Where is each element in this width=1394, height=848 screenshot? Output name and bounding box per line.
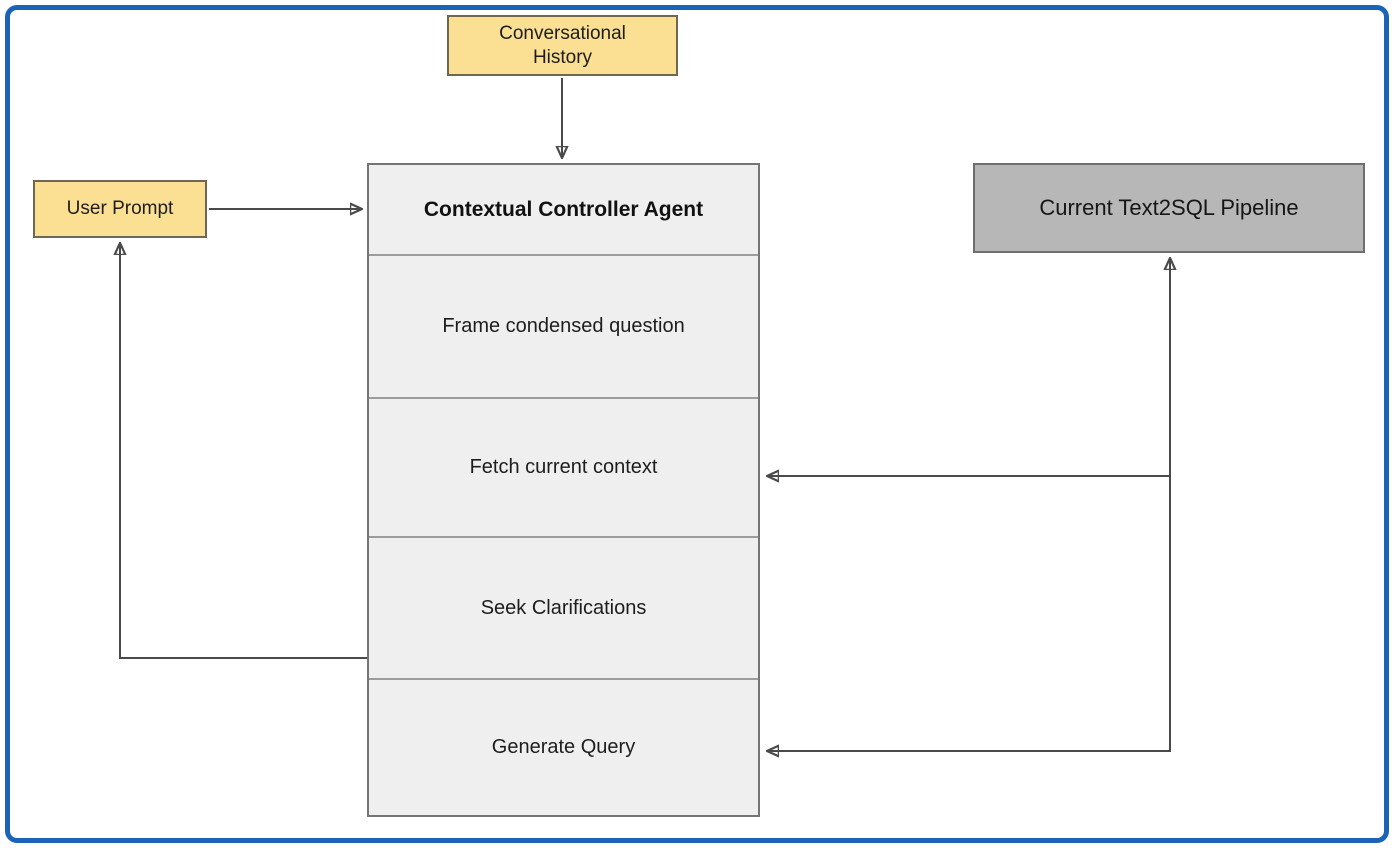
node-current-text2sql-pipeline: Current Text2SQL Pipeline <box>973 163 1365 253</box>
agent-title: Contextual Controller Agent <box>423 197 704 221</box>
agent-section-seek-clarifications: Seek Clarifications <box>369 536 758 678</box>
agent-section-label: Seek Clarifications <box>480 596 647 619</box>
agent-section-frame-condensed-question: Frame condensed question <box>369 254 758 397</box>
node-user-prompt: User Prompt <box>33 180 207 238</box>
node-contextual-controller-agent: Contextual Controller Agent Frame conden… <box>367 163 760 817</box>
agent-section-fetch-current-context: Fetch current context <box>369 397 758 536</box>
agent-section-label: Fetch current context <box>469 456 658 478</box>
agent-header: Contextual Controller Agent <box>369 165 758 254</box>
node-conversational-history: Conversational History <box>447 15 678 76</box>
conversational-history-label: Conversational History <box>499 22 626 68</box>
user-prompt-label: User Prompt <box>66 198 174 220</box>
agent-section-label: Frame condensed question <box>442 315 685 337</box>
agent-section-generate-query: Generate Query <box>369 678 758 815</box>
agent-section-label: Generate Query <box>491 736 636 758</box>
pipeline-label: Current Text2SQL Pipeline <box>1039 195 1299 221</box>
